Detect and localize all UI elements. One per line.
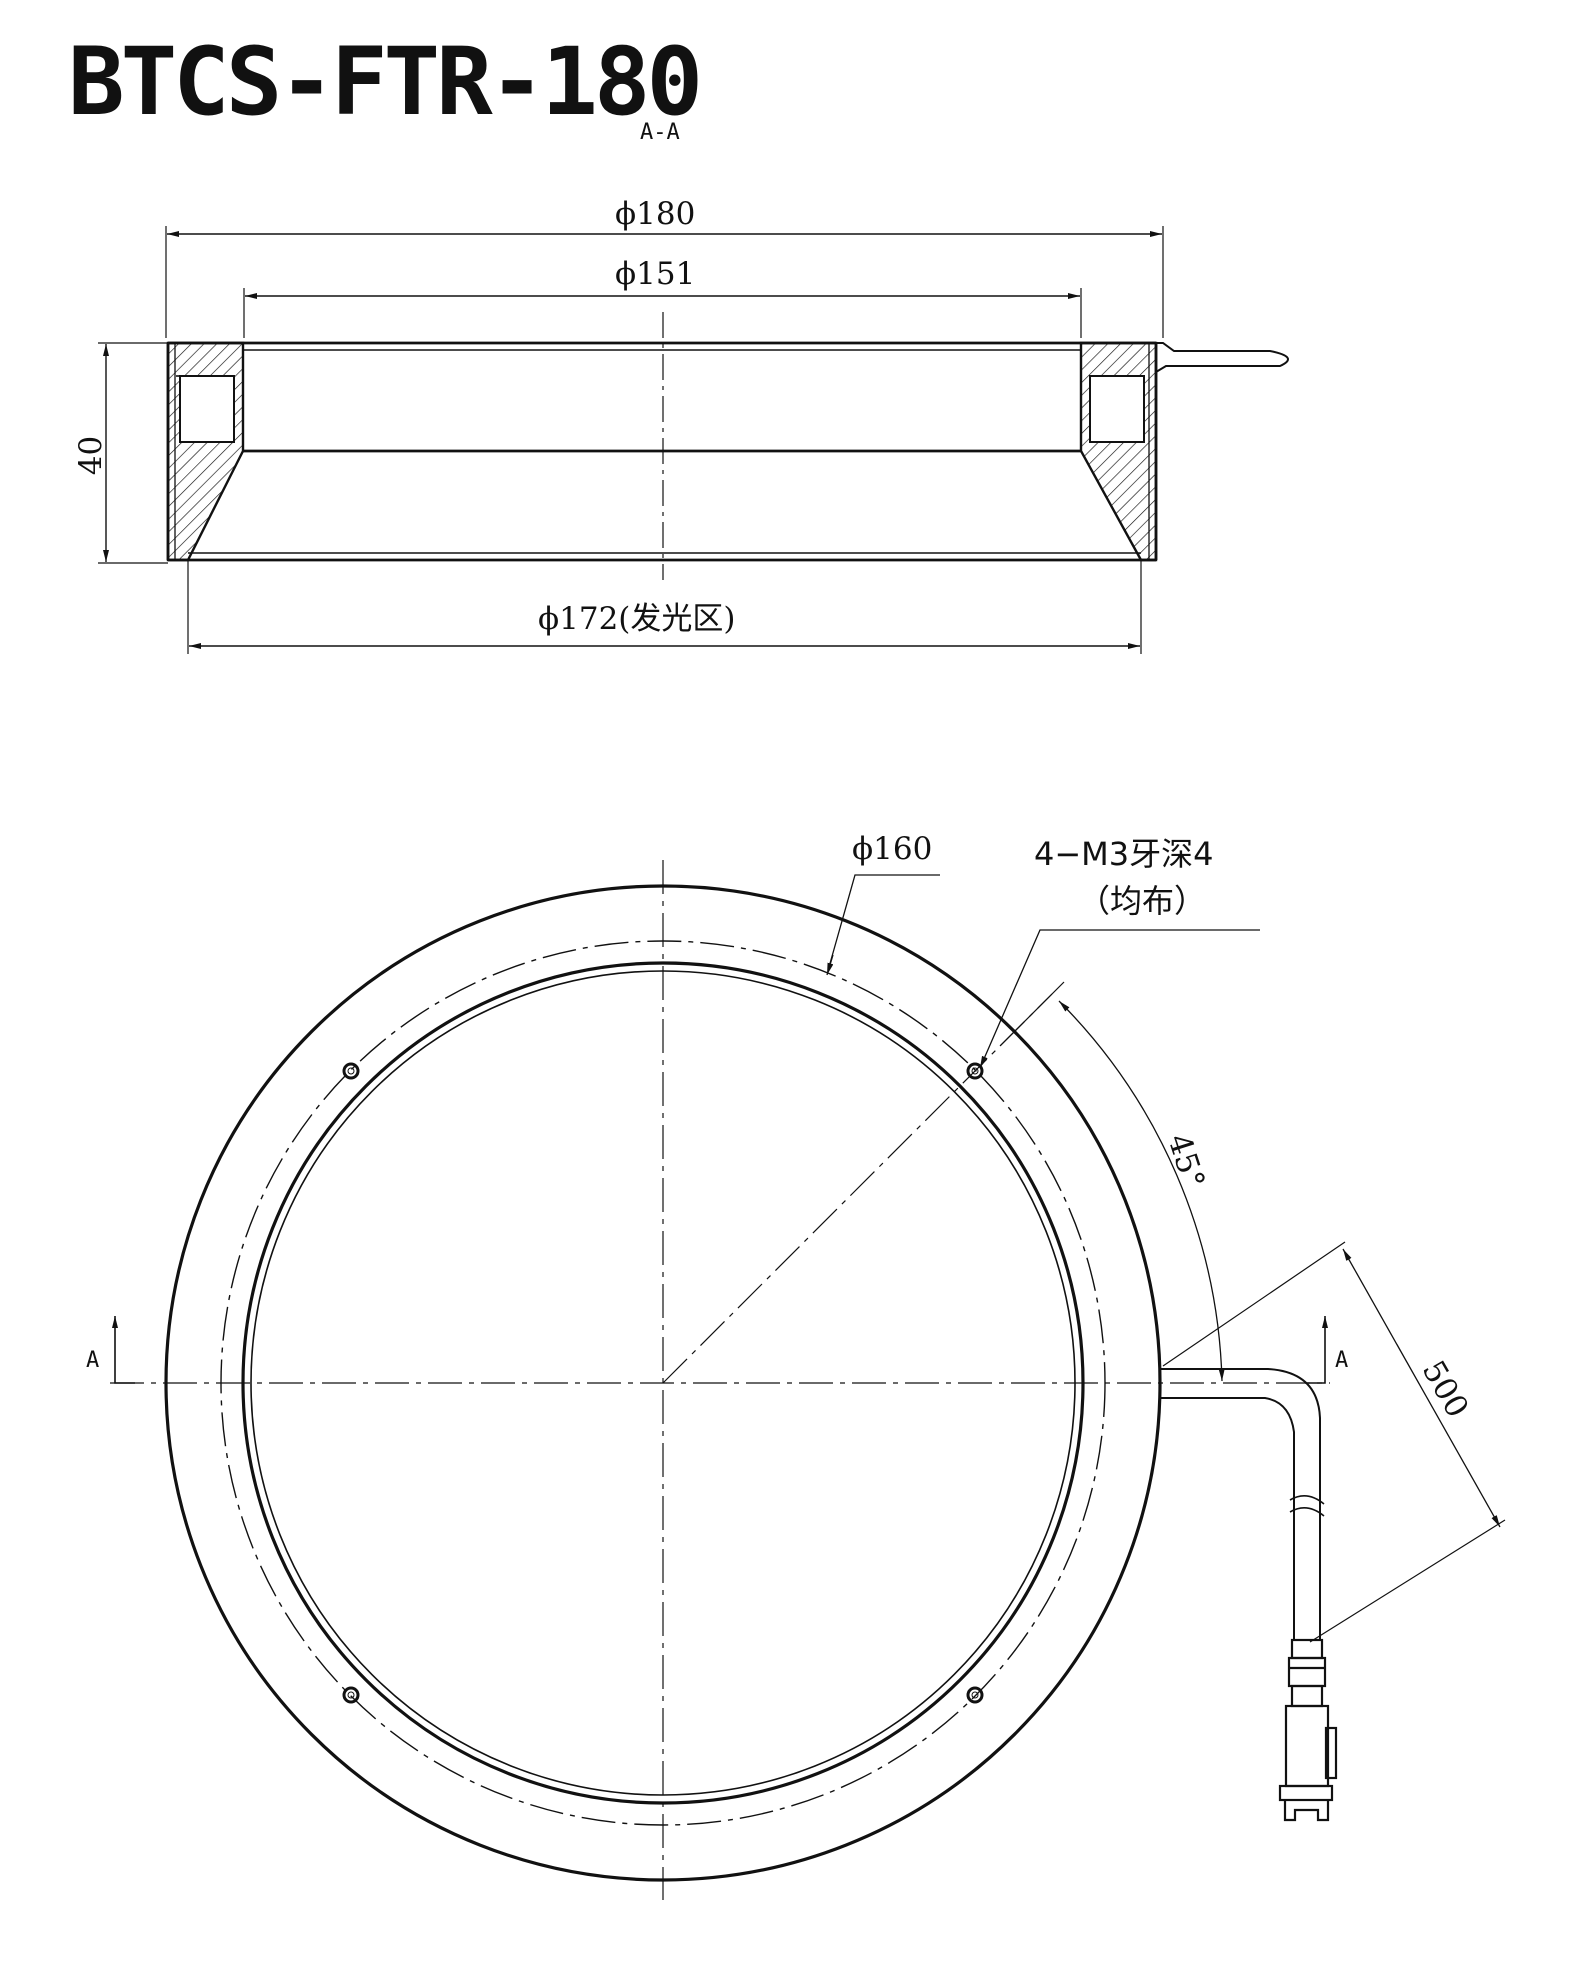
leader-hole-note (979, 929, 1260, 1069)
hole-note-line2: （均布） (1078, 882, 1207, 920)
drawing-title: BTCS-FTR-180 (68, 28, 703, 137)
cable (1160, 1368, 1321, 1640)
mounting-hole (966, 1062, 984, 1080)
cut-marker-left-label: A (86, 1348, 100, 1373)
ext-line-cable-top (1162, 1241, 1346, 1367)
cut-marker-left (112, 1316, 135, 1384)
dim-line-cable-length (1342, 1248, 1501, 1528)
leader-arrow-head (826, 954, 834, 976)
leader-bolt-circle (828, 874, 940, 968)
ext-line-cable-bottom (1309, 1519, 1506, 1643)
plan-view (110, 860, 1506, 1900)
dim-emitting-diameter: ϕ172(发光区) (538, 601, 736, 637)
mounting-hole (966, 1686, 984, 1704)
mounting-hole (342, 1686, 360, 1704)
ext-line-angle (999, 981, 1065, 1047)
section-view (98, 226, 1289, 654)
hole-note-line1: 4−M3牙深4 (1034, 835, 1214, 873)
right-inner-recess (1089, 375, 1145, 443)
cable-stub (1155, 342, 1289, 373)
angle-arc (1058, 1000, 1225, 1382)
diagonal-centerline (662, 993, 1053, 1384)
left-inner-recess (179, 375, 235, 443)
cable-break (1289, 1495, 1325, 1517)
section-label: A-A (640, 120, 680, 145)
dim-inner-diameter: ϕ151 (615, 256, 696, 292)
dim-height: 40 (73, 435, 110, 476)
dim-bolt-circle: ϕ160 (852, 831, 933, 867)
cut-marker-right (1305, 1316, 1328, 1384)
dim-outer-diameter: ϕ180 (615, 196, 696, 232)
mounting-hole (342, 1062, 360, 1080)
cut-marker-right-label: A (1335, 1348, 1349, 1373)
cable-connector (1278, 1638, 1338, 1822)
